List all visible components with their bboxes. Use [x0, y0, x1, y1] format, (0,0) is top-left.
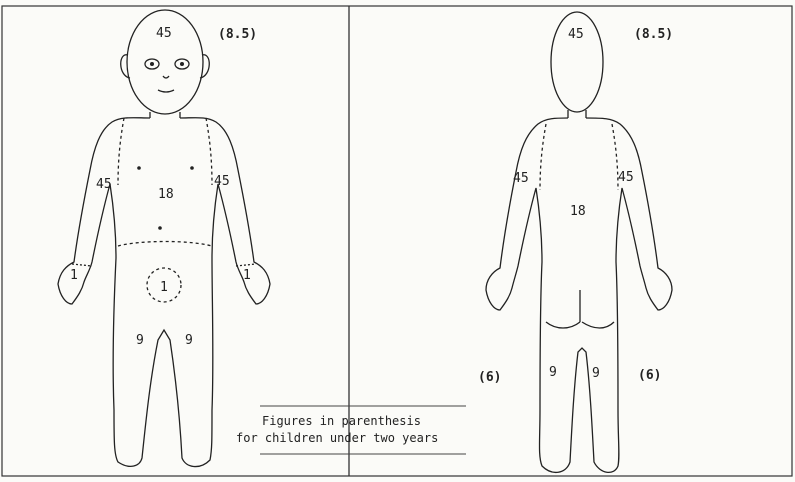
- front-hand-right-label: 1: [243, 268, 251, 283]
- back-figure: [485, 11, 673, 473]
- front-head-label: 45: [156, 26, 172, 41]
- back-leg-child-right-label: (6): [638, 368, 661, 383]
- front-leg-left-label: 9: [136, 333, 144, 348]
- front-arm-left-label: 45: [96, 177, 112, 192]
- front-figure: [57, 9, 271, 468]
- back-trunk-label: 18: [570, 204, 586, 219]
- front-arm-boundary-right: [205, 117, 213, 186]
- back-leg-left-label: 9: [549, 365, 557, 380]
- back-leg-right-label: 9: [592, 366, 600, 381]
- front-genital-circle: [146, 267, 182, 303]
- front-eye-right: [174, 58, 190, 70]
- front-mouth: [157, 89, 175, 93]
- note-line-2: for children under two years: [236, 431, 438, 445]
- front-hand-left-label: 1: [70, 268, 78, 283]
- front-nipple-left: [137, 166, 141, 170]
- outer-frame: [1, 5, 793, 477]
- front-arm-right-label: 45: [214, 174, 230, 189]
- front-ear-left: [120, 54, 131, 79]
- back-leg-child-left-label: (6): [478, 370, 501, 385]
- front-arm-boundary-left: [117, 117, 125, 186]
- back-head-label: 45: [568, 27, 584, 42]
- back-arm-left-label: 45: [513, 171, 529, 186]
- front-nipple-right: [190, 166, 194, 170]
- front-ear-right: [199, 54, 210, 79]
- back-arm-boundary-right: [611, 123, 619, 191]
- front-nose: [162, 75, 170, 79]
- front-leg-right-label: 9: [185, 333, 193, 348]
- front-head-child-label: (8.5): [218, 27, 257, 42]
- front-trunk-label: 18: [158, 187, 174, 202]
- back-buttock-left: [545, 321, 581, 329]
- back-arm-right-label: 45: [618, 170, 634, 185]
- front-body-outline: [57, 117, 271, 468]
- back-body-outline: [485, 117, 673, 473]
- back-head-child-label: (8.5): [634, 27, 673, 42]
- back-arm-boundary-left: [539, 123, 547, 191]
- front-genital-label: 1: [160, 280, 168, 295]
- back-head-outline: [550, 11, 604, 113]
- front-hip-boundary: [117, 240, 213, 247]
- front-head-outline: [126, 9, 204, 115]
- front-navel: [158, 226, 162, 230]
- front-eye-left: [144, 58, 160, 70]
- back-buttock-right: [581, 321, 615, 329]
- note-line-1: Figures in parenthesis: [262, 414, 421, 428]
- parenthesis-note: Figures in parenthesis for children unde…: [236, 405, 466, 455]
